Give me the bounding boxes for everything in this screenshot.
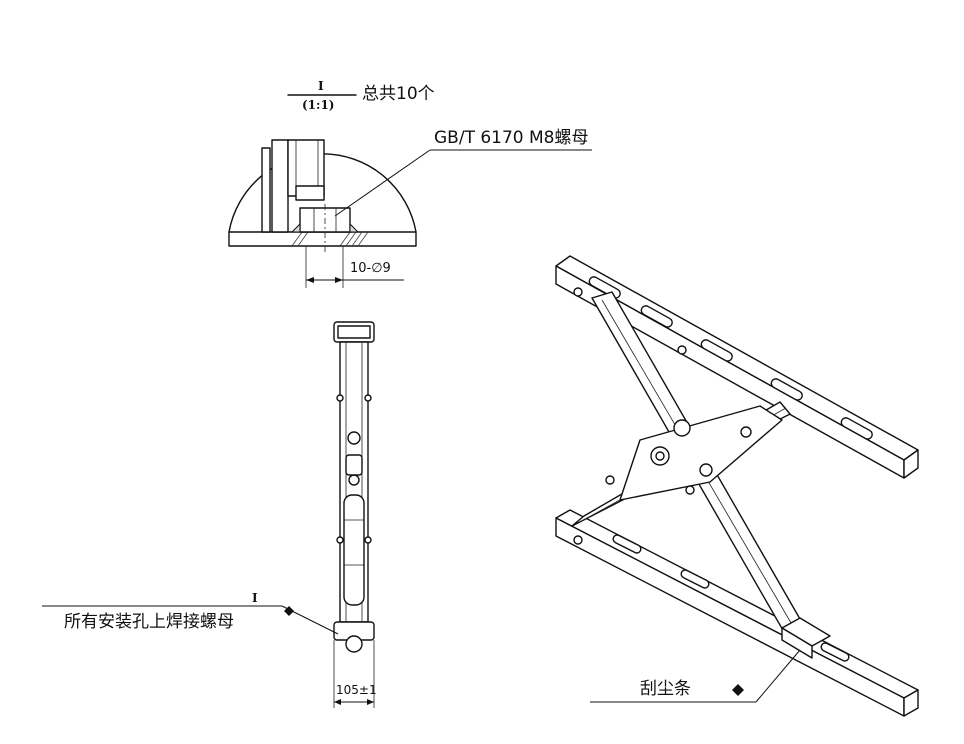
width-dim-arrow-left (334, 699, 341, 705)
lower-rail-face (555, 517, 905, 717)
hole-dim-text: 10-∅9 (350, 261, 391, 276)
iso-pivot-centre-inner (655, 451, 665, 461)
lower-rail-slots (612, 534, 850, 662)
iso-bolt-2 (605, 475, 615, 485)
width-dim-arrow-right (367, 699, 374, 705)
upper-rail-slots (588, 276, 873, 440)
side-pivot-upper (347, 431, 361, 445)
detail-view-i (228, 94, 592, 288)
lower-rail-end (903, 689, 919, 717)
isometric-view (555, 255, 919, 717)
weld-fillet-left (290, 222, 301, 233)
dust-strip-block-face (781, 627, 813, 659)
iso-pivot-lower (699, 463, 713, 477)
detail-mark: I (318, 79, 324, 93)
base-plate-hatch (291, 231, 369, 247)
side-bolt-4 (364, 536, 372, 544)
hole-dim-arrow-right (335, 277, 343, 283)
dust-strip-text: 刮尘条 (640, 679, 691, 699)
upper-rail-hole-1 (573, 287, 583, 297)
side-bolt-2 (364, 394, 372, 402)
side-bolt-1 (336, 394, 344, 402)
detail-quantity: 总共10个 (362, 84, 435, 104)
nut-callout-leader (334, 149, 431, 217)
side-pivot-mid (348, 474, 360, 486)
iso-pivot-right (740, 426, 752, 438)
side-bottom-roller (345, 635, 363, 653)
iso-bolt-1 (685, 485, 695, 495)
weld-fillet-right (349, 222, 360, 233)
detail-scale: (1:1) (302, 98, 335, 112)
dust-strip-diamond (732, 684, 744, 696)
side-bolt-3 (336, 536, 344, 544)
upper-rail-end (903, 449, 919, 479)
side-cylinder (343, 494, 365, 606)
dust-strip-leader (755, 649, 801, 703)
nut-callout-text: GB/T 6170 M8螺母 (434, 128, 589, 148)
weld-note-diamond (284, 606, 294, 616)
iso-pivot-upper (673, 419, 691, 437)
upper-rail-hole-2 (677, 345, 687, 355)
side-hinge-block (345, 454, 363, 476)
bracket-tab (295, 185, 325, 201)
hole-dim-arrow-left (306, 277, 314, 283)
base-plate (228, 231, 417, 247)
bracket-plate-left (261, 147, 271, 233)
width-dim-text: 105±1 (336, 683, 377, 697)
side-view (42, 321, 375, 708)
weld-note-text: 所有安装孔上焊接螺母 (64, 612, 234, 632)
bracket-plate-mid (271, 139, 289, 233)
lower-rail-hole (573, 535, 583, 545)
side-top-clamp-inner (337, 325, 371, 339)
side-view-mark: I (252, 591, 258, 605)
